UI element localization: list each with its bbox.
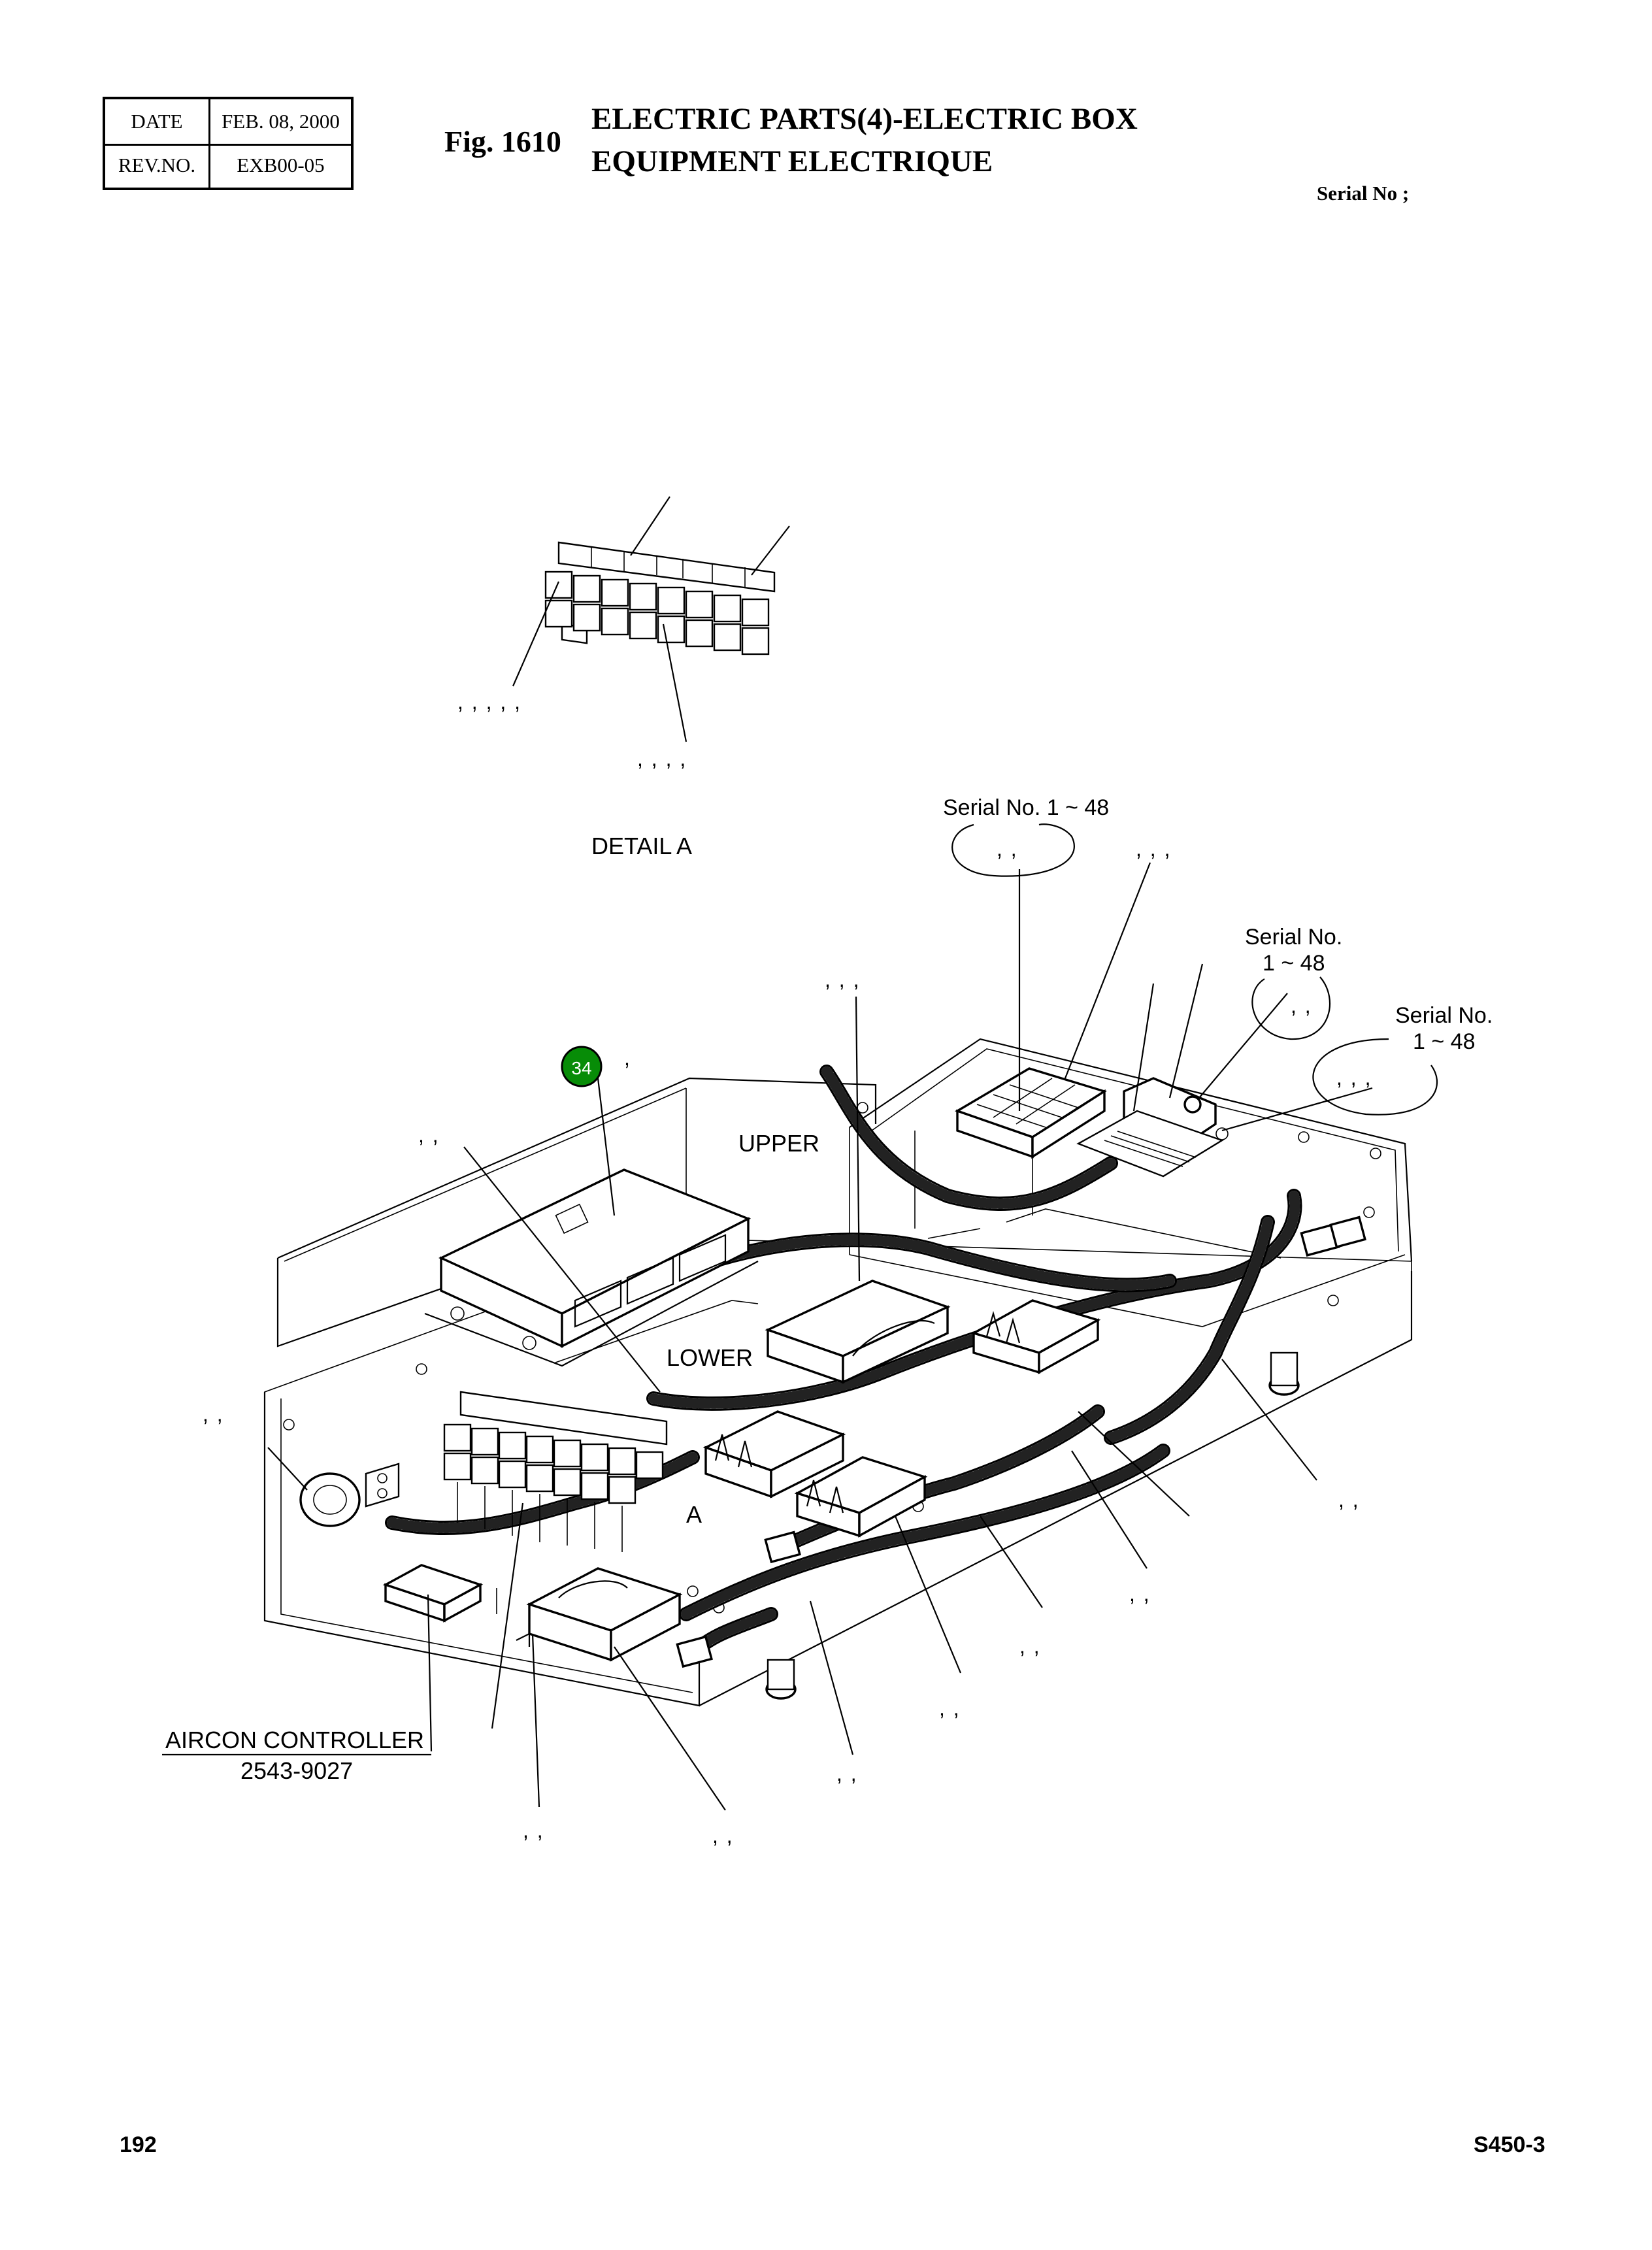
relay-cubes <box>544 571 770 655</box>
callout-34: 34 , <box>561 1046 631 1216</box>
date-value: FEB. 08, 2000 <box>222 109 340 133</box>
electric-box <box>263 1038 1413 1707</box>
callout-number: 34 <box>571 1058 591 1078</box>
part-references: , , , , , , , , , , , , , , , , , , <box>203 1123 1360 1847</box>
svg-text:, ,: , , <box>203 1402 224 1426</box>
relay-panel-lower <box>443 1391 668 1552</box>
part-ref-commas: , , <box>997 837 1018 861</box>
aircon-controller <box>382 1564 484 1623</box>
serial-heading: Serial No ; <box>1317 182 1410 205</box>
figure-number: Fig. 1610 <box>444 125 561 158</box>
svg-text:, ,: , , <box>712 1824 734 1847</box>
upper-label: UPPER <box>738 1130 819 1157</box>
resistor-block <box>516 1567 683 1662</box>
svg-text:, ,: , , <box>1129 1582 1151 1606</box>
rev-label: REV.NO. <box>105 143 210 188</box>
svg-text:, ,: , , <box>1019 1634 1041 1658</box>
part-ref-commas: , , <box>1291 994 1312 1017</box>
relay-module <box>970 1299 1101 1374</box>
figure-title-en: ELECTRIC PARTS(4)-ELECTRIC BOX <box>591 102 1138 136</box>
lower-label: LOWER <box>667 1344 753 1371</box>
date-row: DATE FEB. 08, 2000 <box>105 99 351 146</box>
leader-line <box>662 623 687 742</box>
serial-range-label: Serial No. 1 ~ 48 <box>943 795 1109 820</box>
detail-a-relay-block: , , , , , , , , , <box>457 496 790 770</box>
leader-lines <box>267 862 1373 1811</box>
svg-text:, ,: , , <box>418 1123 440 1147</box>
serial-callout-1: Serial No. 1 ~ 48 , , , , , <box>943 795 1171 877</box>
svg-text:, ,: , , <box>939 1696 961 1720</box>
serial-range: 1 ~ 48 <box>1263 951 1325 976</box>
date-label: DATE <box>105 99 210 144</box>
relay-label-strip <box>557 541 776 644</box>
aircon-part-number: 2543-9027 <box>240 1757 353 1784</box>
power-relay-box <box>765 1280 951 1384</box>
aircon-callout: AIRCON CONTROLLER 2543-9027 <box>162 1727 431 1784</box>
figure-title-fr: EQUIPMENT ELECTRIQUE <box>591 144 993 178</box>
svg-text:, ,: , , <box>523 1819 544 1842</box>
page-number: 192 <box>120 2132 157 2157</box>
leader-line <box>630 496 670 556</box>
rev-value: EXB00-05 <box>237 154 325 177</box>
lower-relay-box-2 <box>794 1456 928 1538</box>
part-ref-commas: , , , <box>1136 837 1171 861</box>
lower-relay-box-1 <box>702 1410 846 1498</box>
detail-a-ref: A <box>686 1501 702 1528</box>
part-ref-commas: , , , , <box>637 747 687 770</box>
connector-cluster <box>676 1216 1366 1700</box>
part-ref-commas: , <box>624 1046 631 1070</box>
rev-row: REV.NO. EXB00-05 <box>105 143 351 188</box>
model-number: S450-3 <box>1474 2132 1545 2157</box>
revision-table: DATE FEB. 08, 2000 REV.NO. EXB00-05 <box>103 97 354 190</box>
detail-a-label: DETAIL A <box>591 833 692 859</box>
part-ref-commas: , , , <box>825 968 860 991</box>
serial-callout-2: Serial No. 1 ~ 48 , , <box>1245 925 1342 1040</box>
buzzer <box>299 1463 400 1527</box>
switch-panel <box>1076 1077 1229 1178</box>
leader-line <box>512 581 560 687</box>
part-ref-commas: , , , , , <box>457 690 521 714</box>
svg-text:, ,: , , <box>836 1762 858 1785</box>
serial-label: Serial No. <box>1395 1003 1493 1028</box>
serial-range: 1 ~ 48 <box>1413 1029 1475 1054</box>
aircon-label: AIRCON CONTROLLER <box>165 1727 424 1753</box>
serial-label: Serial No. <box>1245 925 1342 950</box>
part-ref-commas: , , , <box>1336 1066 1372 1089</box>
svg-text:, ,: , , <box>1338 1488 1360 1512</box>
controller-unit <box>424 1168 759 1367</box>
serial-callout-3: Serial No. 1 ~ 48 , , , <box>1312 1003 1493 1116</box>
leader-line <box>751 525 790 576</box>
fuse-box <box>954 1067 1108 1159</box>
